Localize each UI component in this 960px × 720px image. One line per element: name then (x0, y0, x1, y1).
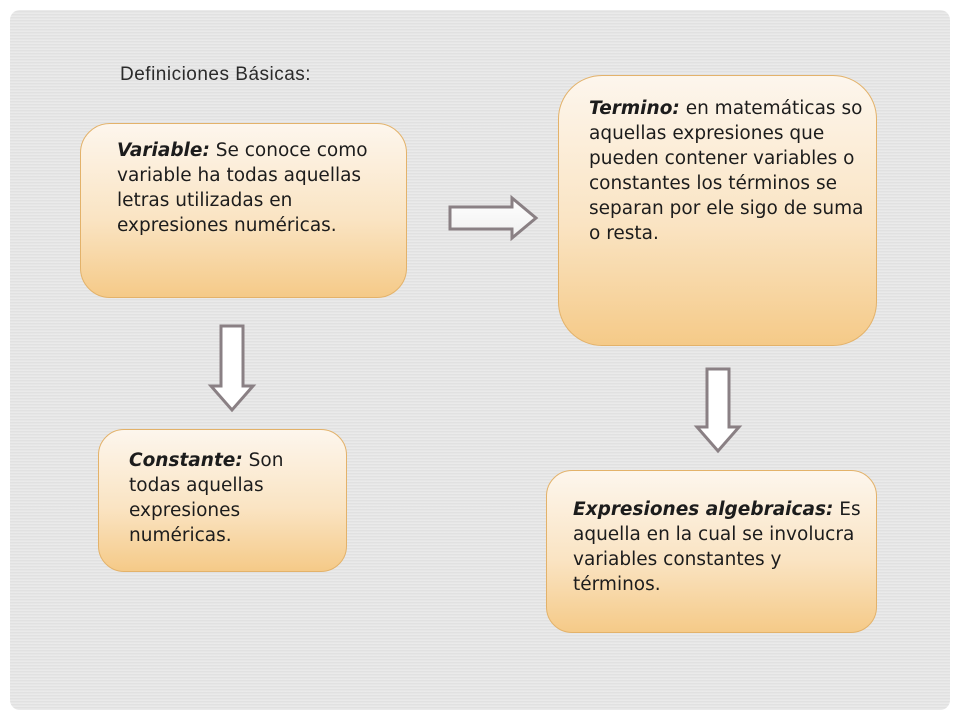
definition-constante: Son todas aquellas expresiones numéricas… (129, 450, 284, 546)
arrow-down-left-icon (207, 324, 257, 413)
arrow-right-icon (448, 194, 539, 242)
box-termino: Termino: en matemáticas so aquellas expr… (558, 75, 877, 346)
term-constante: Constante: (129, 450, 243, 471)
definition-termino: en matemáticas so aquellas expresiones q… (589, 98, 864, 244)
term-expresiones: Expresiones algebraicas: (573, 499, 834, 520)
box-constante: Constante: Son todas aquellas expresione… (98, 429, 347, 572)
box-variable: Variable: Se conoce como variable ha tod… (80, 123, 407, 298)
slide: Definiciones Básicas: Variable: Se conoc… (10, 10, 950, 710)
arrow-down-right-icon (693, 367, 743, 454)
term-termino: Termino: (589, 98, 680, 119)
definition-expresiones: Es aquella en la cual se involucra varia… (573, 499, 861, 595)
term-variable: Variable: (117, 140, 210, 161)
slide-title: Definiciones Básicas: (120, 64, 312, 85)
box-expresiones: Expresiones algebraicas: Es aquella en l… (546, 470, 877, 633)
definition-variable: Se conoce como variable ha todas aquella… (117, 140, 368, 236)
